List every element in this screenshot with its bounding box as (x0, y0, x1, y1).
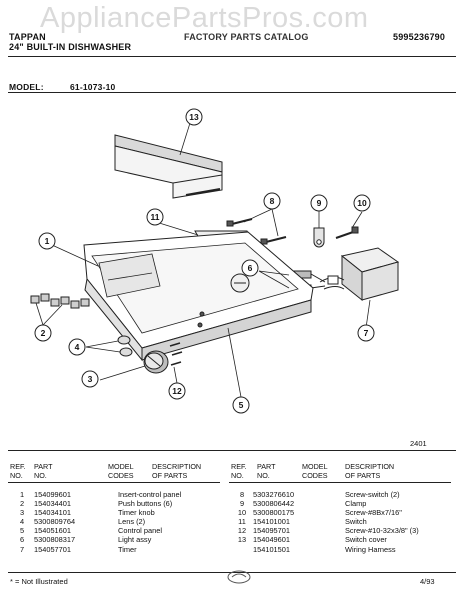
col-header-desc-right: DESCRIPTION OF PARTS (345, 462, 395, 480)
push-button-parts (30, 293, 90, 309)
catalog-title: FACTORY PARTS CATALOG (184, 32, 309, 42)
callout-4: 4 (75, 342, 80, 352)
model-label: MODEL: (9, 82, 44, 92)
footnote: * = Not Illustrated (10, 577, 68, 586)
col-header-part-right: PART NO. (257, 462, 276, 480)
clamp-screw-part (335, 226, 359, 239)
switch-cover-part (114, 134, 223, 199)
panel-screw-parts (169, 342, 183, 366)
control-panel-part (83, 231, 314, 362)
watermark: AppliancePartsPros.com (40, 2, 369, 34)
header-underline-right (229, 482, 451, 483)
header-underline-left (8, 482, 220, 483)
model-value: 61-1073-10 (70, 82, 116, 92)
figure-number: 2401 (410, 439, 427, 448)
header-divider (8, 56, 456, 57)
col-header-model-left: MODEL CODES (108, 462, 134, 480)
callout-5: 5 (239, 400, 244, 410)
callout-1: 1 (45, 236, 50, 246)
callout-8: 8 (270, 196, 275, 206)
leader-lines (35, 122, 371, 398)
product-name: 24" BUILT-IN DISHWASHER (9, 42, 132, 52)
col-header-ref-right: REF. NO. (231, 462, 247, 480)
catalog-number: 5995236790 (393, 32, 446, 42)
col-header-ref-left: REF. NO. (10, 462, 26, 480)
callout-9: 9 (317, 198, 322, 208)
col-header-part-left: PART NO. (34, 462, 53, 480)
lens-parts (117, 335, 133, 357)
brand-name: TAPPAN (9, 32, 46, 42)
clamp-part (313, 227, 325, 248)
revision-date: 4/93 (420, 577, 435, 586)
publisher-logo (227, 570, 251, 584)
callout-13: 13 (189, 112, 199, 122)
table-top-divider (8, 450, 456, 451)
callout-3: 3 (88, 374, 93, 384)
parts-diagram: 1 2 3 4 5 6 7 8 9 10 11 12 13 (30, 108, 400, 414)
timer-knob-part (143, 350, 169, 374)
callout-10: 10 (357, 198, 367, 208)
col-header-desc-left: DESCRIPTION OF PARTS (152, 462, 202, 480)
model-divider (8, 92, 456, 93)
callout-6: 6 (248, 263, 253, 273)
callout-12: 12 (172, 386, 182, 396)
callout-circles (34, 108, 375, 414)
callout-2: 2 (41, 328, 46, 338)
callout-7: 7 (364, 328, 369, 338)
callout-11: 11 (151, 212, 160, 222)
col-header-model-right: MODEL CODES (302, 462, 328, 480)
timer-part (319, 247, 400, 302)
